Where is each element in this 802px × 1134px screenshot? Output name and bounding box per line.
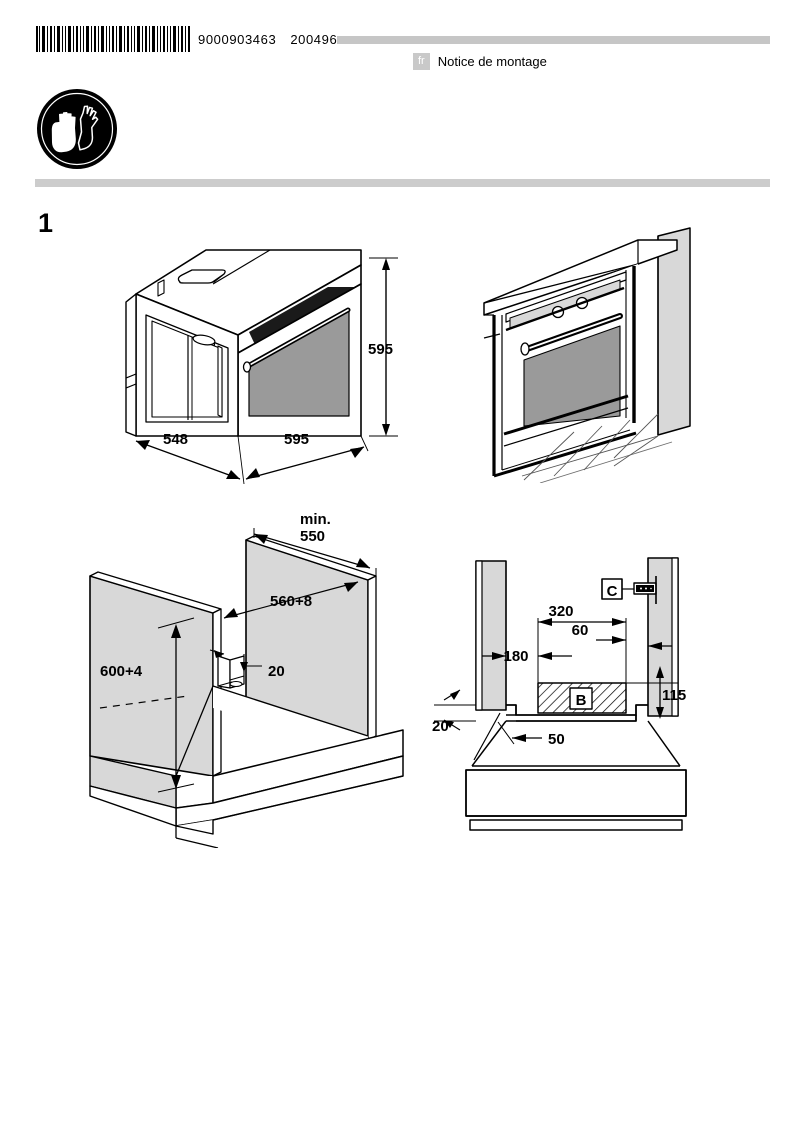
oven-dimensions-figure: 595 548 595 — [118, 236, 408, 486]
header-rule — [337, 36, 770, 44]
socket-left-label: 180 — [503, 648, 528, 665]
language-title-line: fr Notice de montage — [413, 53, 547, 70]
niche-height-label: 600+4 — [100, 663, 143, 680]
niche-depth-min-value: 550 — [300, 528, 325, 545]
document-number-value: 9000903463 — [198, 32, 277, 47]
section-divider — [35, 179, 770, 187]
language-badge: fr — [413, 53, 430, 70]
niche-width-label: 560+8 — [270, 593, 312, 610]
niche-depth-min-prefix: min. — [300, 511, 331, 528]
barcode — [36, 26, 190, 52]
callout-c-label: C — [607, 583, 618, 600]
oven-height-label: 595 — [368, 341, 393, 358]
zone-b-label: B — [576, 692, 587, 709]
oven-installed-in-cabinet-figure — [462, 218, 702, 483]
cabinet-section-dimensions-figure: 320 60 180 115 50 20 B C — [430, 548, 720, 848]
document-code-value: 200496 — [290, 32, 338, 47]
step-number: 1 — [38, 208, 54, 238]
socket-zone-width-label: 320 — [548, 603, 573, 620]
plinth-depth-label: 50 — [548, 731, 565, 748]
niche-front-gap-label: 20 — [268, 663, 285, 680]
socket-offset-label: 60 — [572, 622, 589, 639]
protective-gloves-icon — [36, 88, 118, 170]
document-title: Notice de montage — [437, 54, 547, 69]
oven-depth-label: 548 — [163, 431, 188, 448]
section-gap-label: 20 — [432, 718, 449, 735]
cabinet-niche-dimensions-figure: min. 550 560+8 600+4 20 — [58, 508, 408, 848]
document-number: 9000903463 200496 — [198, 32, 337, 47]
oven-width-label: 595 — [284, 431, 309, 448]
socket-height-label: 115 — [662, 687, 686, 704]
